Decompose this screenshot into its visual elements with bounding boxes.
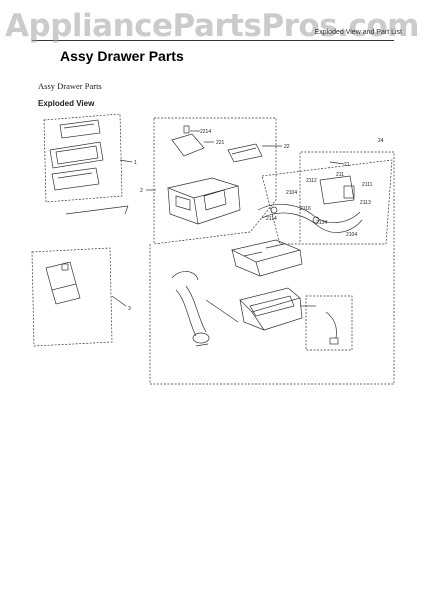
tub-inner	[249, 295, 295, 317]
cabinet-dashed-box	[31, 247, 113, 347]
group-drawer-housing	[153, 117, 282, 245]
callout-3-leader	[111, 295, 127, 307]
callout-211: 211	[336, 172, 344, 178]
housing-side	[197, 185, 241, 225]
hose-clamp-b	[312, 216, 320, 224]
tub-side	[263, 297, 303, 331]
callout-3: 3	[128, 306, 131, 312]
housing-top	[166, 177, 240, 199]
callout-21: 21	[344, 162, 350, 168]
dispenser-top	[230, 239, 302, 263]
drawer-front-panel	[49, 141, 104, 169]
dispenser-front	[231, 249, 261, 277]
callout-1-leader	[119, 159, 133, 163]
page-subtitle: Assy Drawer Parts	[38, 81, 102, 91]
housing-compartment	[175, 195, 191, 211]
hose-dashed-box	[261, 159, 393, 245]
lower-dashed-frame	[149, 151, 395, 385]
inlet-hose-body-a	[175, 289, 197, 337]
drawer-cover-detail	[57, 172, 93, 179]
inlet-hose-top	[171, 271, 199, 281]
drain-hose-box	[305, 295, 353, 351]
callout-2111: 2111	[362, 182, 373, 188]
inlet-hose-body-b	[185, 285, 207, 333]
inlet-hose-base	[195, 343, 209, 347]
valve-body	[343, 185, 355, 199]
group-cabinet-frame	[31, 247, 127, 347]
housing-slot	[203, 189, 227, 211]
tub-top	[239, 287, 301, 313]
callout-24: 24	[378, 138, 384, 144]
group-inlet-hose	[171, 271, 239, 347]
housing-plate-detail	[231, 147, 257, 155]
drawer-cover-part	[51, 167, 100, 191]
group-dispenser-body	[230, 239, 303, 331]
drawer-handle-detail	[63, 123, 95, 129]
cabinet-bracket	[45, 261, 77, 291]
callout-1: 1	[134, 160, 137, 166]
tub-front	[239, 299, 265, 331]
callout-2104-a: 2104	[286, 190, 297, 196]
callout-2113: 2113	[360, 200, 371, 206]
callout-2214: 2214	[200, 129, 211, 135]
drawer-front-inner	[55, 145, 99, 165]
callout-2116: 2116	[300, 206, 311, 212]
housing-front	[167, 187, 199, 225]
section-label: Exploded View	[38, 99, 95, 108]
cabinet-screw	[61, 263, 69, 271]
callout-21-leader	[329, 161, 345, 165]
valve-bracket	[319, 175, 355, 205]
header-rule	[32, 40, 394, 41]
drain-hose-fitting	[329, 337, 339, 345]
drawer-leader-line	[65, 205, 129, 215]
callout-2: 2	[140, 188, 143, 194]
callout-221: 221	[216, 140, 225, 146]
callout-2114: 2114	[266, 216, 277, 222]
drawer-panel-box	[43, 113, 123, 203]
housing-plate	[227, 143, 263, 163]
callout-2104-b: 2104	[346, 232, 357, 238]
drawer-handle-part	[59, 119, 101, 139]
callout-22: 22	[284, 144, 290, 150]
group-drawer-panel	[43, 113, 133, 215]
dispenser-ribs	[243, 243, 285, 257]
dispenser-cap	[171, 133, 205, 157]
hose-tube-a	[257, 203, 361, 223]
group-hose-assembly	[257, 159, 393, 245]
housing-dashed-box	[153, 117, 277, 245]
hose-clamp-a	[270, 206, 278, 214]
inlet-hose-leader	[205, 299, 239, 323]
callout-2134: 2134	[316, 220, 327, 226]
cabinet-bracket-side	[51, 283, 81, 305]
group-drain-hose	[300, 295, 353, 351]
inlet-hose-cuff	[192, 332, 210, 344]
hose-tube-b	[261, 212, 363, 233]
callout-2112: 2112	[306, 178, 317, 184]
drain-hose-tube	[325, 311, 337, 339]
watermark-logo: AppliancePartsPros.com	[5, 8, 419, 44]
dispenser-knob	[183, 125, 190, 134]
header-note: Exploded View and Part List	[314, 29, 402, 36]
page-title: Assy Drawer Parts	[60, 48, 184, 64]
dispenser-side	[259, 249, 303, 277]
